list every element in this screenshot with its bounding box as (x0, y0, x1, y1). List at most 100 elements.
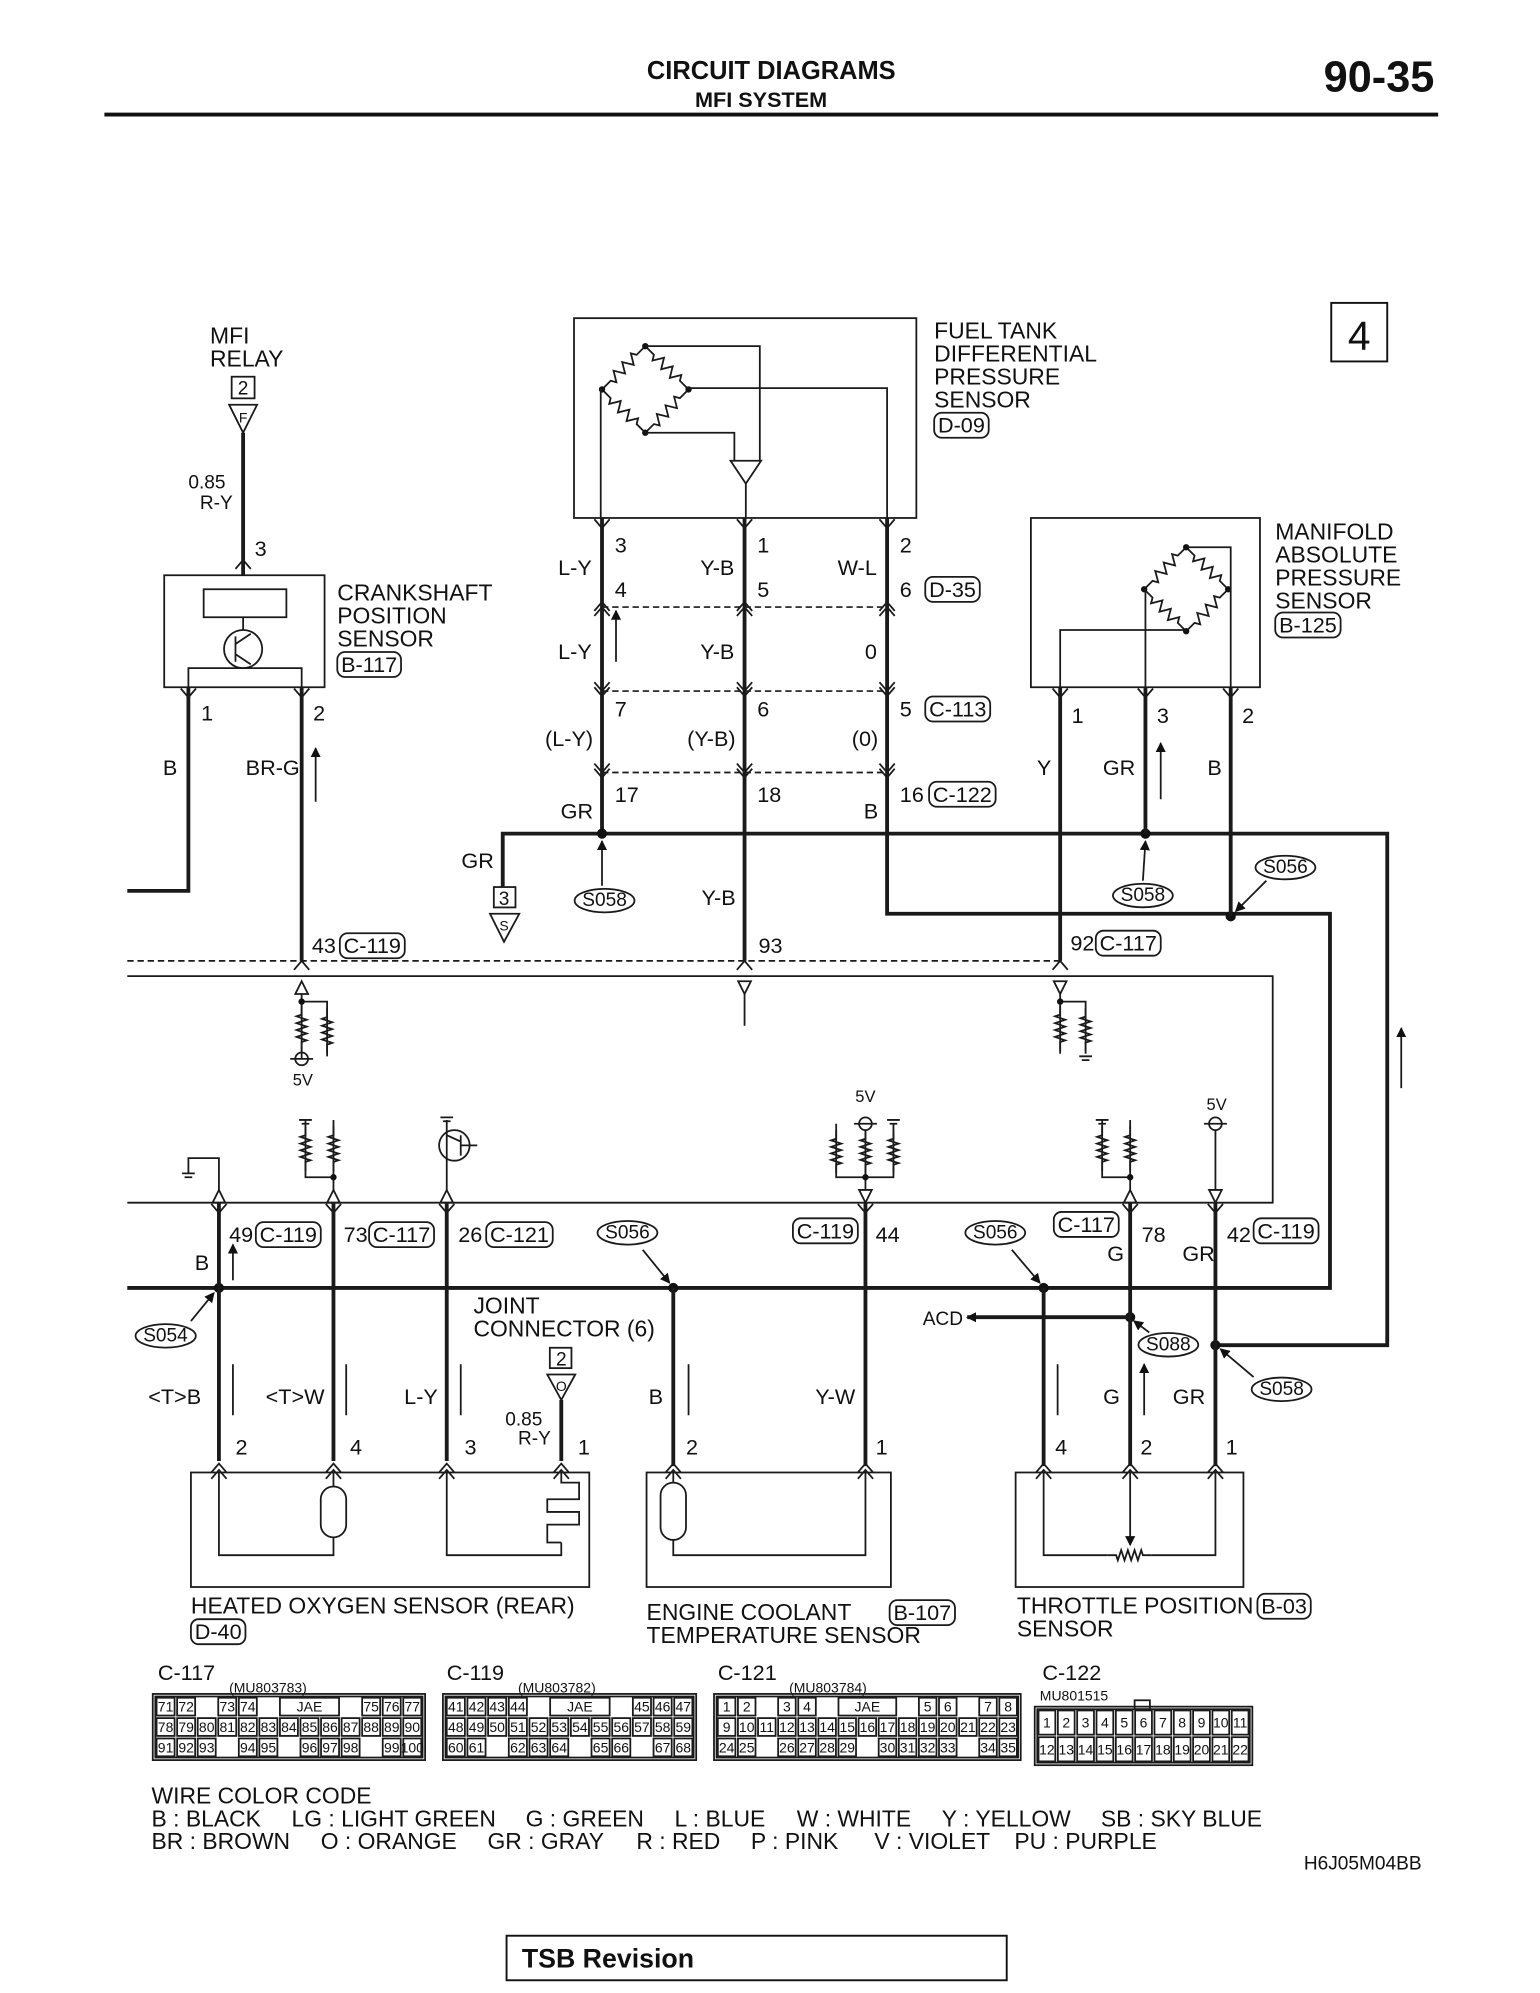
pin-cell (797, 1737, 817, 1758)
throttle-position-sensor: THROTTLE POSITION SENSOR B-03 (1014, 1471, 1312, 1642)
pin-number: 1 (876, 1435, 888, 1460)
resistor-icon (319, 1007, 335, 1054)
wire-color: G (1103, 1384, 1120, 1409)
connector-id-box (1052, 1211, 1120, 1238)
pin-cell (445, 1717, 466, 1737)
wire-color: G (1107, 1241, 1124, 1266)
pin-label: 51 (510, 1719, 526, 1735)
pin-cell (1192, 1709, 1211, 1736)
pin-label: 7 (984, 1699, 992, 1715)
pin-label: 18 (1155, 1741, 1171, 1757)
pin-cell (528, 1717, 549, 1737)
pin-terminal-icon (593, 768, 611, 779)
color-code-item: R : RED (636, 1828, 720, 1854)
terminal-triangle-icon (545, 1373, 577, 1402)
terminal-triangle-icon (736, 980, 753, 996)
pin-label: 1 (1043, 1715, 1051, 1731)
pin-number: 92 (1070, 931, 1094, 956)
pin-cell (196, 1717, 217, 1737)
pin-label: 76 (384, 1699, 400, 1715)
heated-oxygen-sensor: HEATED OXYGEN SENSOR (REAR) D-40 (190, 1471, 591, 1646)
pin-cell (466, 1696, 487, 1717)
amplifier-icon (728, 459, 763, 486)
pin-cell (155, 1717, 176, 1737)
pin-number: 1 (578, 1435, 590, 1460)
pin-number: 43 (312, 933, 336, 958)
connector-id: C-122 (1042, 1660, 1101, 1685)
pin-terminal-icon (878, 681, 896, 693)
pin-cell (1153, 1709, 1173, 1736)
pin-label: 23 (1000, 1719, 1016, 1735)
pin-label: 90 (405, 1719, 421, 1735)
pin-terminal-icon (593, 681, 611, 693)
crankshaft-sensor-label: POSITION (337, 603, 446, 629)
pin-cell (155, 1737, 176, 1758)
connector-id: C-117 (373, 1222, 430, 1247)
pin-cell (176, 1737, 197, 1758)
pin-number: 4 (615, 577, 627, 602)
pin-label: 73 (219, 1699, 235, 1715)
color-code-item: O : ORANGE (321, 1828, 457, 1854)
wire-color: <T>B (148, 1384, 201, 1409)
crankshaft-sensor-box (163, 574, 326, 689)
pin-label: 22 (1232, 1741, 1248, 1757)
pin-cell (1095, 1709, 1115, 1736)
pin-label: 66 (613, 1739, 629, 1755)
pin-cell (1153, 1736, 1173, 1763)
pin-label: 15 (1097, 1741, 1113, 1757)
pin-cell (1172, 1736, 1192, 1763)
fuel-tank-sensor-label: PRESSURE (934, 363, 1060, 389)
pin-number: 7 (615, 697, 627, 722)
pin-cell (777, 1717, 797, 1737)
pin-number: 1 (1226, 1435, 1238, 1460)
diagram-number: 4 (1348, 313, 1371, 359)
pin-cell (487, 1717, 508, 1737)
wire-color: Y-B (700, 639, 734, 664)
wire-b-bus (127, 517, 1332, 1290)
pin-number: 2 (313, 700, 325, 725)
pin-label: 74 (240, 1699, 256, 1715)
pin-label: 84 (281, 1719, 297, 1735)
pin-cell (673, 1696, 694, 1717)
pin-terminal-icon (878, 763, 896, 774)
pin-terminal-icon (593, 605, 611, 617)
pin-cell (590, 1717, 611, 1737)
pin-label: 65 (593, 1739, 609, 1755)
manufacturer-label: JAE (297, 1699, 323, 1715)
pin-label: 56 (613, 1719, 629, 1735)
pin-cell (217, 1717, 238, 1737)
connector-id: D-35 (929, 577, 976, 602)
pin-label: 55 (593, 1719, 609, 1735)
pin-cell (196, 1737, 217, 1758)
pin-cell (1172, 1709, 1192, 1736)
pin-terminal-icon (1222, 687, 1240, 699)
pin-label: 17 (1136, 1741, 1152, 1757)
pin-number: 16 (900, 782, 924, 807)
pin-cell (549, 1717, 570, 1737)
wire-color: L-Y (404, 1384, 438, 1409)
connector-id-box (336, 651, 402, 678)
pin-label: 30 (880, 1739, 896, 1755)
pin-label: 63 (531, 1739, 547, 1755)
pin-label: 10 (739, 1719, 755, 1735)
pin-cell (381, 1737, 402, 1758)
pin-label: 41 (448, 1699, 464, 1715)
pin-number: 1 (201, 700, 213, 725)
pin-cell (1114, 1709, 1134, 1736)
pin-number: 42 (1227, 1222, 1251, 1247)
connector-id-box (933, 411, 990, 439)
pin-label: 59 (676, 1719, 692, 1735)
pin-cell (631, 1717, 652, 1737)
resistor-icon (828, 1130, 845, 1174)
wire-color-code-title: WIRE COLOR CODE (151, 1782, 371, 1808)
terminal-triangle-icon (227, 403, 259, 435)
connector-id: B-125 (1279, 613, 1337, 638)
page-header: CIRCUIT DIAGRAMS MFI SYSTEM 90-35 (104, 54, 1439, 117)
pin-terminal-icon (293, 959, 310, 971)
pin-label: 64 (551, 1739, 567, 1755)
terminal-letter: O (556, 1378, 567, 1394)
part-number: (MU803784) (789, 1680, 867, 1696)
wire-color: (0) (852, 726, 878, 751)
splice-ellipse (596, 1220, 659, 1246)
